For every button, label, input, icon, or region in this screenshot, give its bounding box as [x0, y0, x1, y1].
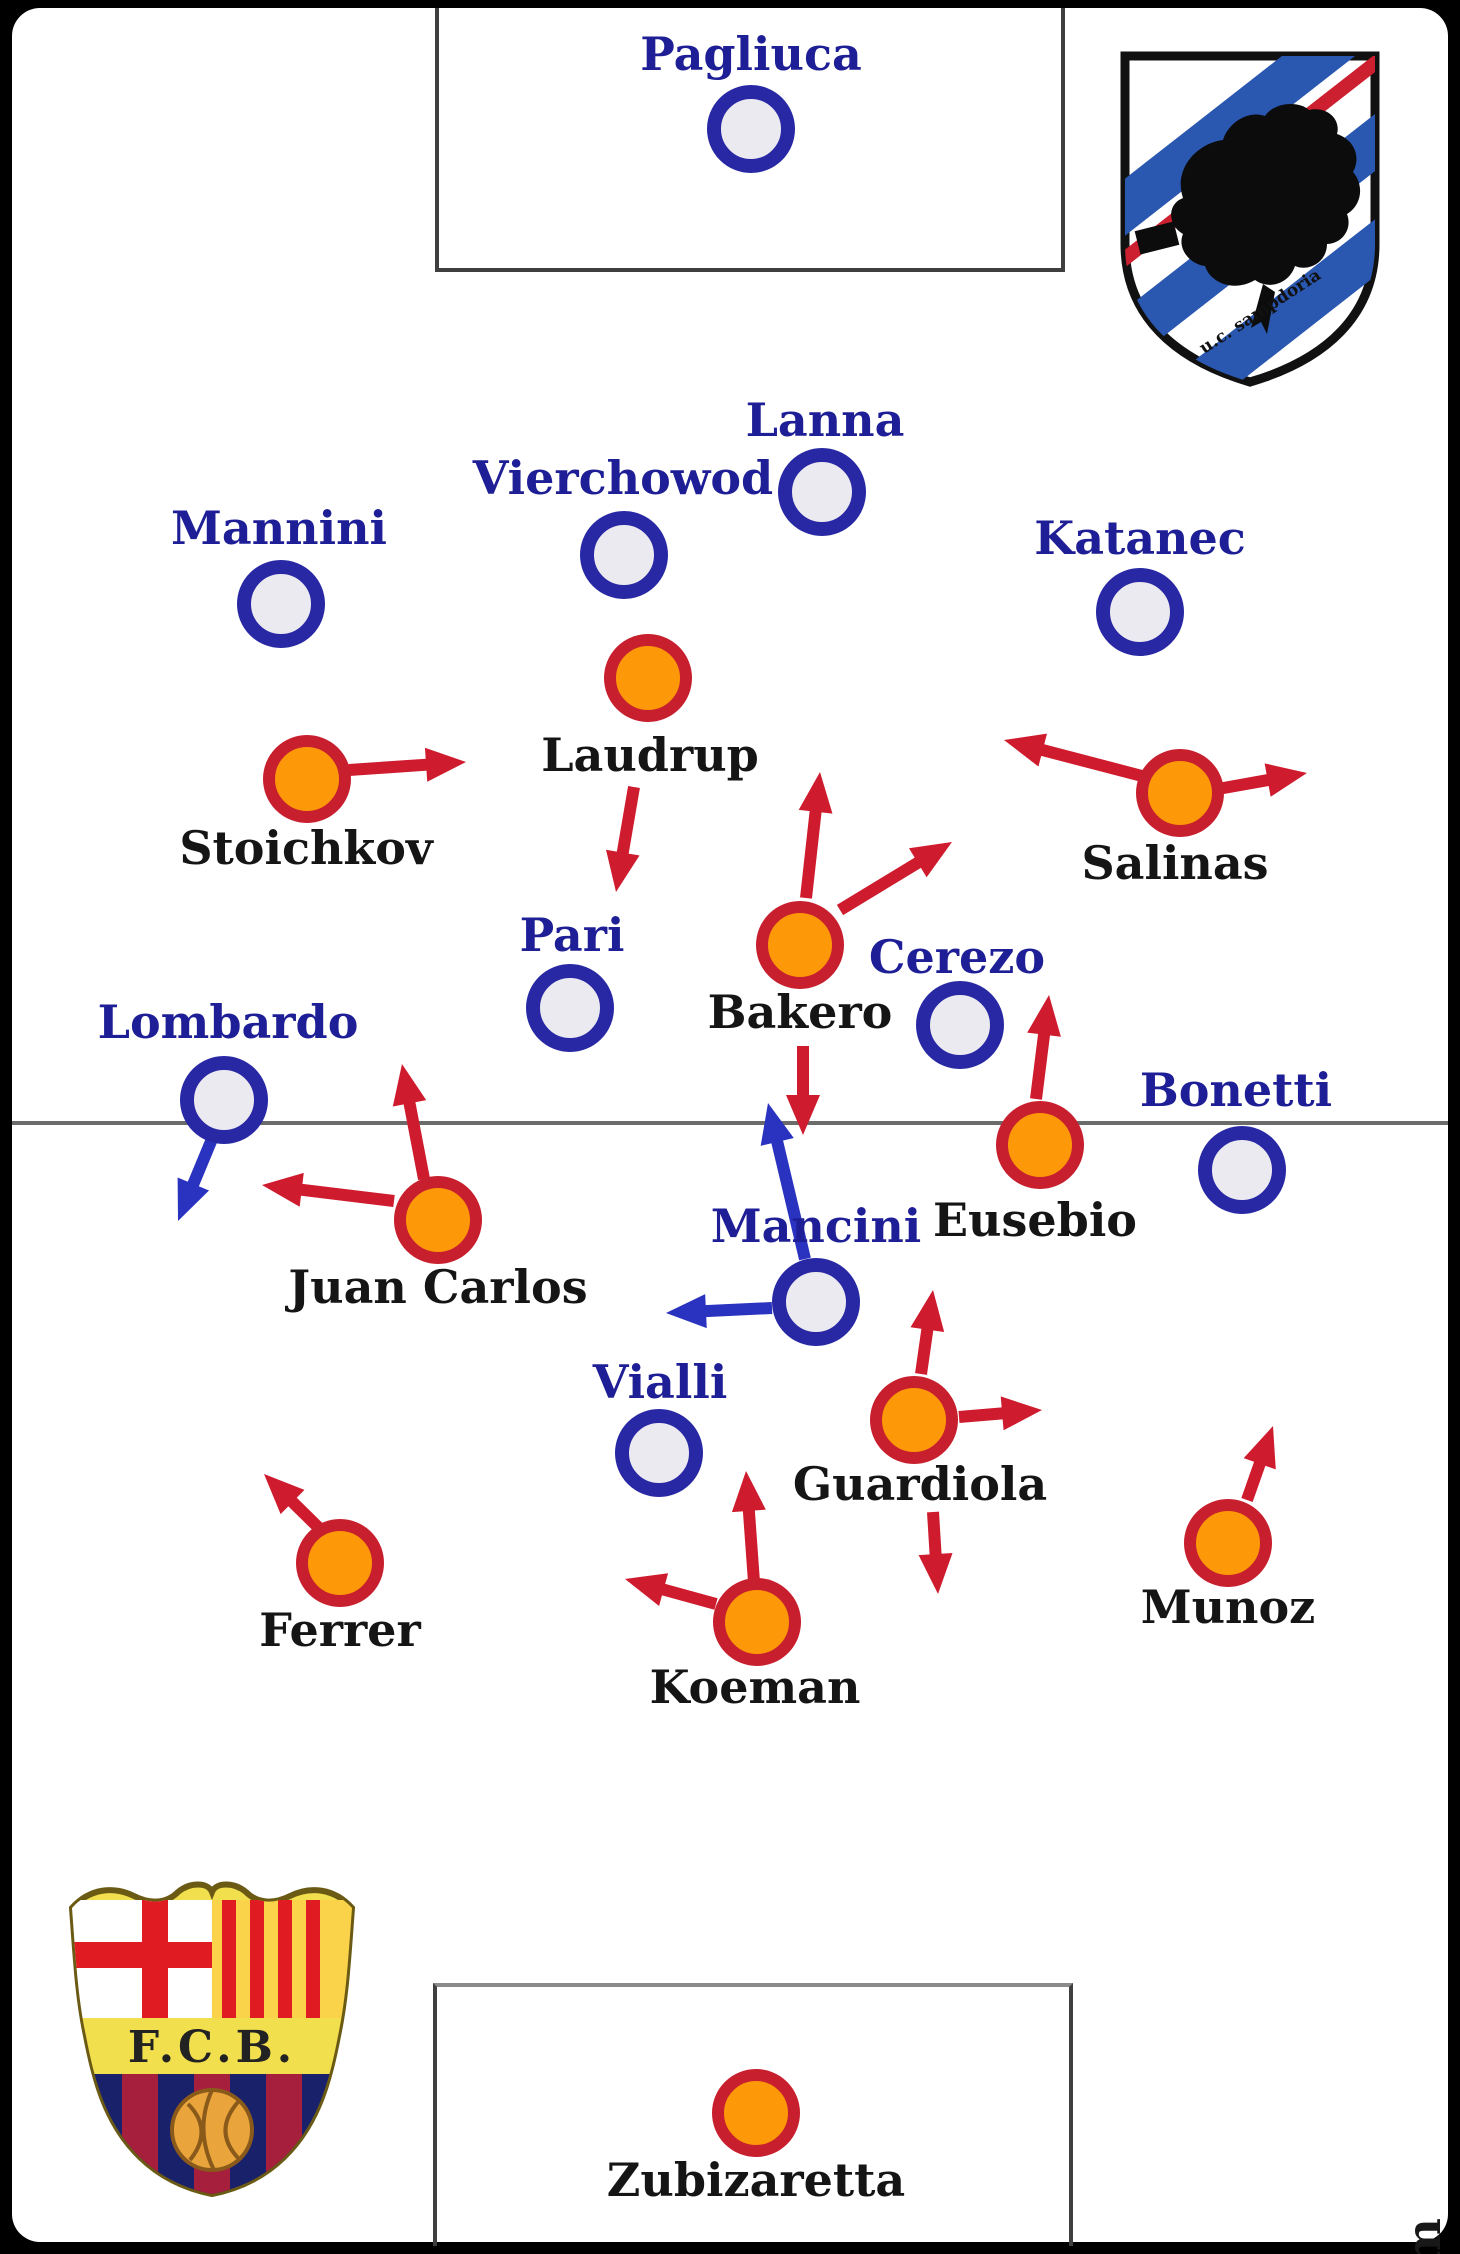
- player-label-lombardo: Lombardo: [97, 995, 359, 1049]
- player-eusebio[interactable]: [996, 1101, 1084, 1189]
- player-label-munoz: Munoz: [1140, 1580, 1316, 1634]
- player-pagliuca[interactable]: [707, 85, 795, 173]
- player-label-mancini: Mancini: [710, 1199, 922, 1253]
- arrow-juan-carlos-up: [392, 1064, 430, 1181]
- player-pari[interactable]: [526, 964, 614, 1052]
- player-guardiola[interactable]: [870, 1376, 958, 1464]
- player-label-eusebio: Eusebio: [933, 1193, 1137, 1247]
- player-label-bakero: Bakero: [707, 985, 893, 1039]
- player-label-cerezo: Cerezo: [868, 930, 1046, 984]
- arrow-bakero-up: [798, 772, 833, 899]
- arrow-laudrup-down: [606, 785, 640, 892]
- player-label-ferrer: Ferrer: [259, 1603, 421, 1657]
- player-label-juan-carlos: Juan Carlos: [288, 1260, 588, 1314]
- arrow-ferrer-up-left: [264, 1474, 326, 1535]
- player-cerezo[interactable]: [916, 981, 1004, 1069]
- player-zubizaretta[interactable]: [712, 2069, 800, 2157]
- arrow-koeman-up: [731, 1471, 766, 1583]
- arrow-lombardo-down-left: [177, 1136, 218, 1221]
- arrow-mancini-up: [760, 1103, 811, 1261]
- arrow-eusebio-up: [1027, 995, 1061, 1100]
- player-label-bonetti: Bonetti: [1139, 1063, 1333, 1117]
- player-label-laudrup: Laudrup: [541, 728, 759, 782]
- arrow-guardiola-right: [958, 1396, 1042, 1431]
- player-label-mannini: Mannini: [170, 501, 388, 555]
- player-label-pari: Pari: [519, 908, 625, 962]
- halfway-line: [12, 1121, 1448, 1125]
- arrow-bakero-up-right: [836, 842, 952, 916]
- player-mancini[interactable]: [772, 1258, 860, 1346]
- player-salinas[interactable]: [1136, 749, 1224, 837]
- arrow-guardiola-up: [910, 1290, 945, 1375]
- arrow-salinas-right: [1216, 763, 1307, 797]
- arrow-munoz-up-right: [1241, 1426, 1276, 1502]
- barcelona-crest-icon: F.C.B.: [68, 1881, 356, 2198]
- player-ferrer[interactable]: [296, 1519, 384, 1607]
- barcelona-crest-text: F.C.B.: [128, 2022, 296, 2073]
- player-lanna[interactable]: [778, 448, 866, 536]
- player-label-salinas: Salinas: [1081, 836, 1269, 890]
- player-label-koeman: Koeman: [649, 1660, 861, 1714]
- player-label-vierchowod: Vierchowod: [472, 451, 774, 505]
- player-stoichkov[interactable]: [263, 735, 351, 823]
- sampdoria-crest-icon: u.c. sampdoria: [1120, 51, 1380, 387]
- player-bonetti[interactable]: [1198, 1126, 1286, 1214]
- player-label-vialli: Vialli: [592, 1355, 728, 1409]
- player-koeman[interactable]: [713, 1578, 801, 1666]
- arrow-stoichkov-right: [348, 747, 466, 782]
- arrow-mancini-left: [666, 1294, 773, 1329]
- player-juan-carlos[interactable]: [394, 1176, 482, 1264]
- player-munoz[interactable]: [1184, 1499, 1272, 1587]
- player-mannini[interactable]: [237, 560, 325, 648]
- player-vialli[interactable]: [615, 1409, 703, 1497]
- arrow-koeman-left: [625, 1573, 718, 1610]
- player-label-zubizaretta: Zubizaretta: [606, 2153, 906, 2207]
- player-label-katanec: Katanec: [1034, 511, 1246, 565]
- arrow-bakero-down: [786, 1046, 820, 1135]
- player-bakero[interactable]: [756, 901, 844, 989]
- arrow-salinas-left: [1004, 733, 1144, 782]
- player-katanec[interactable]: [1096, 568, 1184, 656]
- player-vierchowod[interactable]: [580, 511, 668, 599]
- player-label-stoichkov: Stoichkov: [179, 821, 433, 875]
- watermark: spielverlagerung.com: [1397, 2218, 1452, 2254]
- bottom-penalty-box: [433, 1983, 1073, 2246]
- player-label-guardiola: Guardiola: [792, 1457, 1048, 1511]
- player-lombardo[interactable]: [180, 1056, 268, 1144]
- arrow-guardiola-down: [918, 1511, 953, 1594]
- player-label-lanna: Lanna: [745, 393, 905, 447]
- player-label-pagliuca: Pagliuca: [640, 27, 862, 81]
- player-laudrup[interactable]: [604, 634, 692, 722]
- arrow-juan-carlos-left: [262, 1172, 395, 1207]
- top-penalty-box: [435, 8, 1065, 272]
